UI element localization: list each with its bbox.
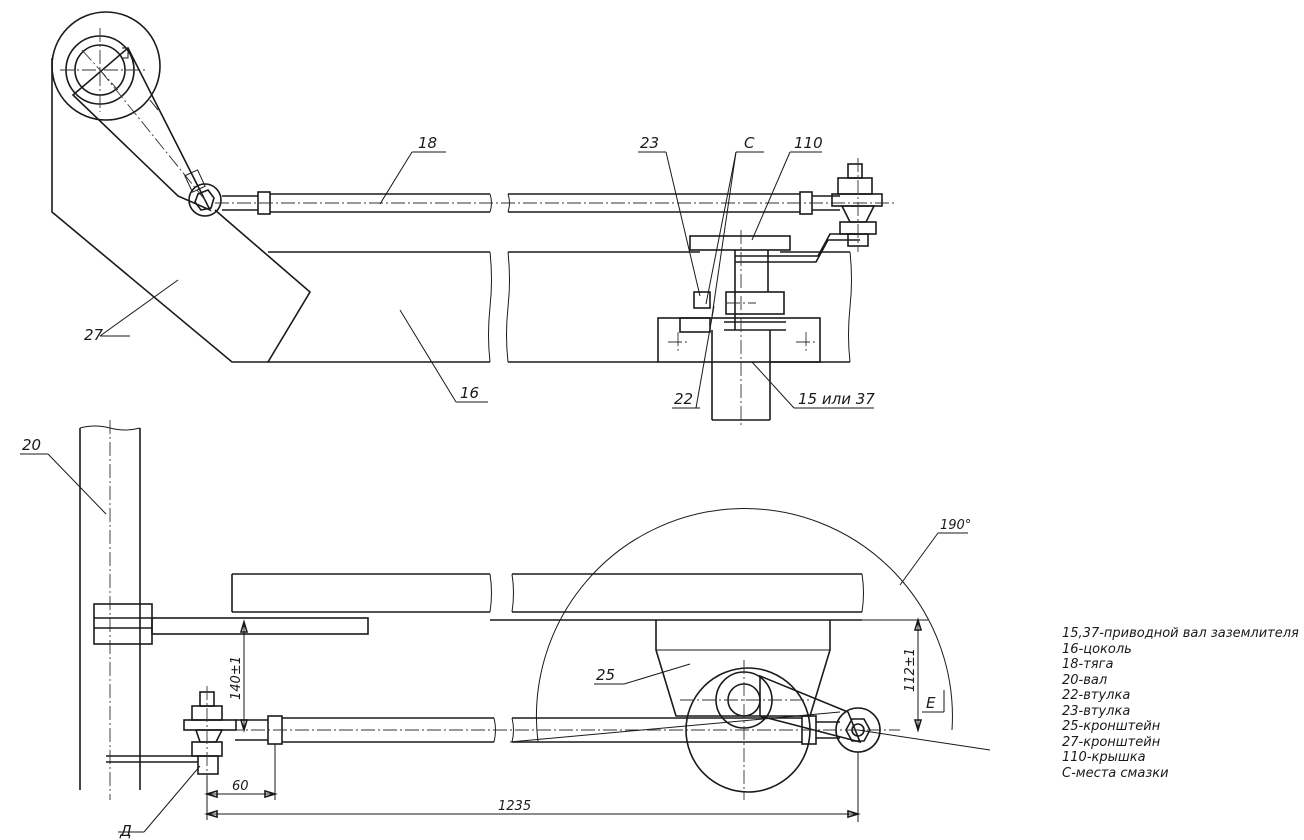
dimension-1235: 1235 [498,799,531,814]
parts-legend: 15,37-приводной вал заземлителя 16-цокол… [1062,626,1299,781]
legend-item: 27-кронштейн [1062,734,1161,750]
legend-item: 25-кронштейн [1062,719,1161,734]
callout-110: 110 [794,134,823,152]
bracket-25 [655,620,831,800]
callout-d: Д [119,822,132,840]
legend-item: С-места смазки [1062,765,1169,781]
bushing-23-hatch [693,291,711,309]
base-16 [268,251,852,363]
upper-plate [151,573,864,635]
callout-20: 20 [22,436,41,454]
legend-item: 16-цоколь [1062,641,1132,657]
callout-16: 16 [460,384,479,402]
crank-lever [71,46,212,212]
top-leaders [99,151,874,409]
legend-item: 110-крышка [1062,750,1146,765]
callout-18: 18 [418,134,437,152]
callout-15-or-37: 15 или 37 [798,390,875,408]
dimension-190-deg: 190° [940,518,971,533]
bracket-27-hub [51,11,161,121]
legend-item: 22-втулка [1062,688,1131,703]
crank-pin [188,183,222,217]
rod-18 [215,191,895,215]
top-view: 18 23 С 110 27 16 22 15 или 37 [51,11,895,428]
bottom-rod [185,711,900,745]
callout-25: 25 [596,666,615,684]
shaft-20 [79,420,153,800]
bottom-view: 20 25 Е Д 190° 140±1 112±1 60 1235 [20,420,991,840]
bushing-assembly [657,230,821,428]
callout-23: 23 [640,134,659,152]
left-rod-end [106,686,237,784]
legend-item: 20-вал [1062,672,1108,688]
rod-end-fork [831,158,883,252]
legend-item: 23-втулка [1062,703,1131,719]
legend-item: 18-тяга [1062,657,1114,672]
callout-27: 27 [84,326,104,344]
callout-22: 22 [674,390,693,408]
dimension-60: 60 [232,779,249,794]
dimension-112: 112±1 [903,648,918,692]
legend-item: 15,37-приводной вал заземлителя [1062,626,1299,641]
callout-e: Е [926,694,936,712]
output-lever [759,674,862,744]
cover-110 [689,233,860,263]
swing-arc-190 [535,508,953,743]
callout-c: С [744,134,755,152]
dimension-140: 140±1 [229,656,244,700]
bushing-22-hatch [679,317,711,333]
bracket-27-shape [51,58,312,363]
